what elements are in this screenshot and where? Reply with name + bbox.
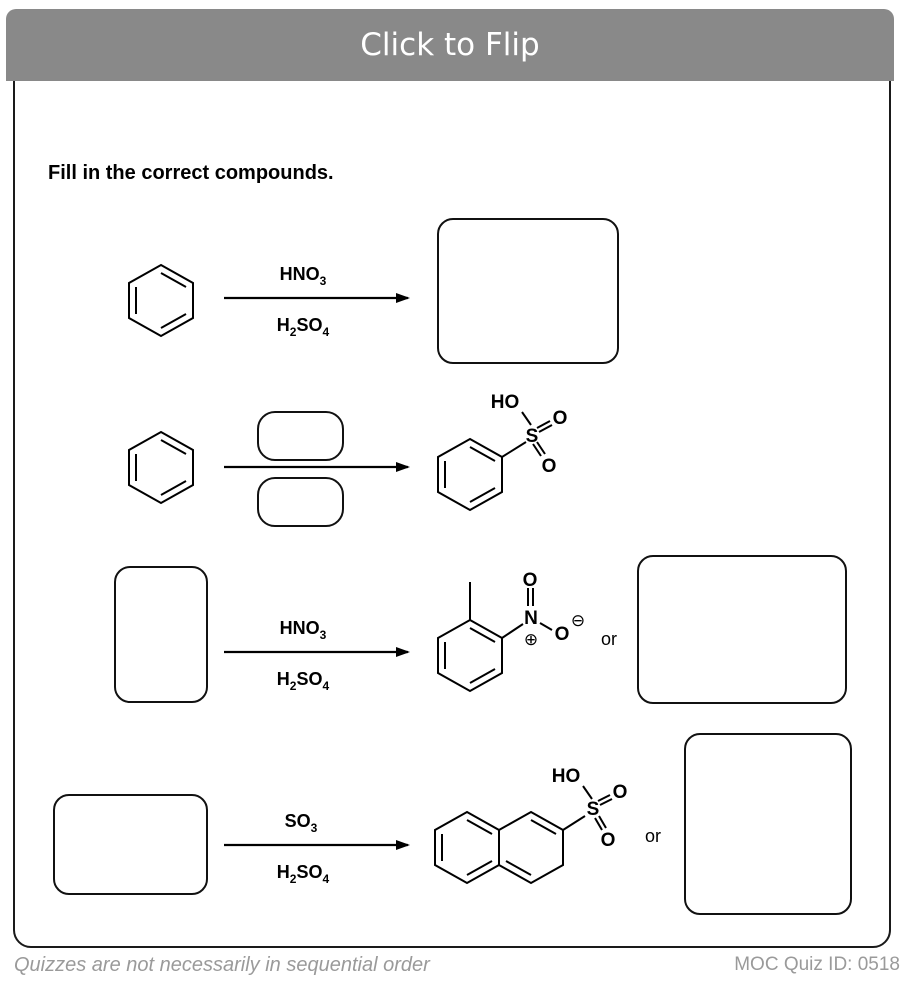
reagent-hno3-3: HNO3 (280, 618, 327, 642)
reagent-h2so4-4: H2SO4 (277, 862, 330, 886)
answer-box-3-alt-product[interactable] (637, 555, 847, 704)
svg-text:⊕: ⊕ (524, 630, 538, 649)
or-label-4: or (645, 826, 661, 846)
benzene-structure-2 (128, 430, 194, 505)
answer-box-4-start[interactable] (53, 794, 208, 895)
naphthalenesulfonic-acid-structure: HO S O O (434, 766, 628, 885)
reagent-hno3-1: HNO3 (280, 264, 327, 288)
svg-text:O: O (555, 624, 570, 645)
reagent-h2so4-3: H2SO4 (277, 669, 330, 693)
reagent-so3-4: SO3 (285, 811, 318, 835)
svg-text:O: O (542, 456, 557, 477)
svg-text:S: S (526, 426, 539, 447)
svg-text:O: O (523, 570, 538, 591)
benzenesulfonic-acid-structure: HO S O O (437, 392, 568, 512)
svg-text:O: O (601, 830, 616, 851)
benzene-structure-1 (128, 263, 194, 338)
answer-box-1-product[interactable] (437, 218, 619, 364)
svg-text:O: O (553, 408, 568, 429)
answer-box-3-start[interactable] (114, 566, 208, 703)
svg-text:HO: HO (552, 766, 581, 787)
or-label-3: or (601, 629, 617, 649)
flip-button[interactable]: Click to Flip (6, 9, 894, 81)
svg-text:⊖: ⊖ (571, 611, 585, 630)
question-instructions: Fill in the correct compounds. (48, 162, 334, 184)
svg-text:N: N (524, 608, 538, 629)
svg-text:O: O (613, 782, 628, 803)
svg-text:S: S (587, 799, 600, 820)
quiz-id: MOC Quiz ID: 0518 (734, 954, 900, 975)
answer-box-2-reagent-top[interactable] (257, 411, 344, 461)
answer-box-4-alt-product[interactable] (684, 733, 852, 915)
answer-box-2-reagent-bottom[interactable] (257, 477, 344, 527)
nitrotoluene-structure: O N O ⊕ ⊖ (437, 570, 585, 693)
svg-text:HO: HO (491, 392, 520, 413)
footer-note: Quizzes are not necessarily in sequentia… (14, 954, 430, 976)
reagent-h2so4-1: H2SO4 (277, 315, 330, 339)
